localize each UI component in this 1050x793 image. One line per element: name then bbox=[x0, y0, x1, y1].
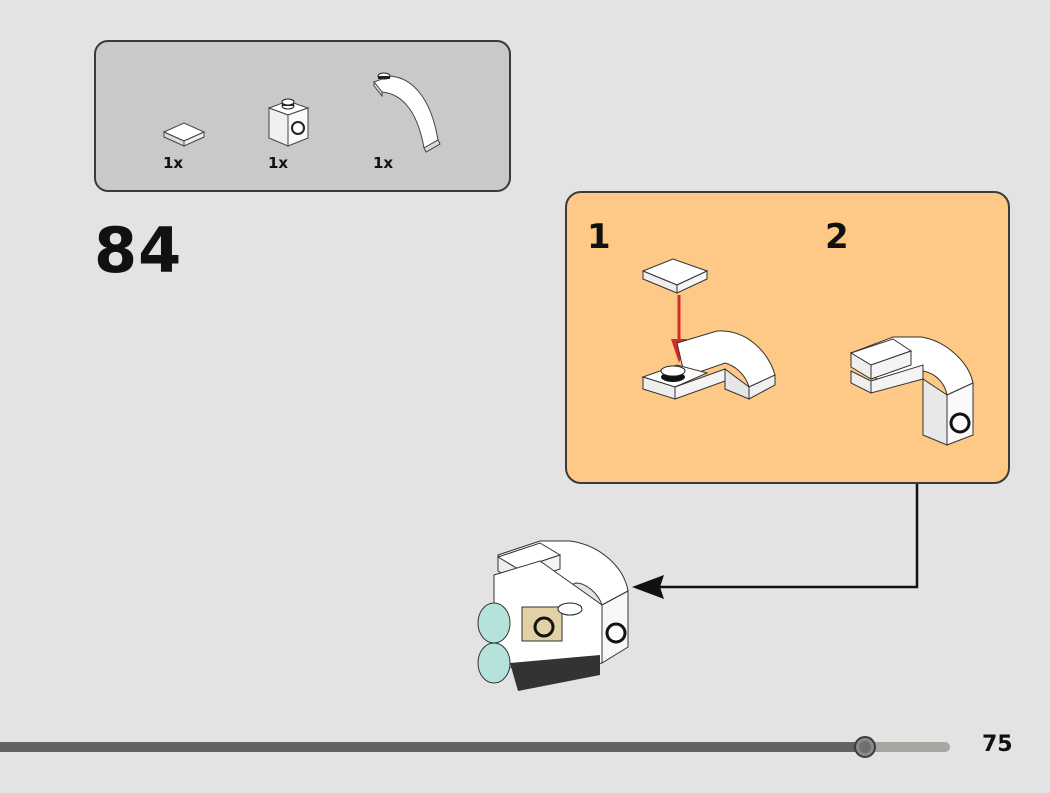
sub-step-1-illustration bbox=[641, 258, 776, 400]
trans-light-blue-round bbox=[477, 602, 511, 644]
sub-step-number: 2 bbox=[825, 217, 849, 257]
sub-step-number: 1 bbox=[587, 217, 611, 257]
sub-assembly-box: 1 2 bbox=[565, 191, 1010, 484]
part-quantity: 1x bbox=[163, 154, 184, 172]
part-quantity: 1x bbox=[373, 154, 394, 172]
part-quantity: 1x bbox=[268, 154, 289, 172]
connector-arrow-icon bbox=[632, 484, 919, 599]
progress-fill bbox=[0, 742, 865, 752]
final-assembly-illustration bbox=[477, 540, 629, 691]
page-number: 75 bbox=[982, 732, 1013, 757]
step-number: 84 bbox=[94, 214, 183, 287]
parts-list-box: 1x 1x 1x bbox=[94, 40, 511, 192]
brick-side-stud-part-icon bbox=[267, 98, 310, 147]
tile-1x1-part-icon bbox=[162, 122, 206, 147]
progress-thumb[interactable] bbox=[854, 736, 876, 758]
sub-step-2-illustration bbox=[849, 336, 974, 446]
trans-light-blue-round bbox=[477, 642, 511, 684]
curved-arch-part-icon bbox=[373, 72, 441, 153]
